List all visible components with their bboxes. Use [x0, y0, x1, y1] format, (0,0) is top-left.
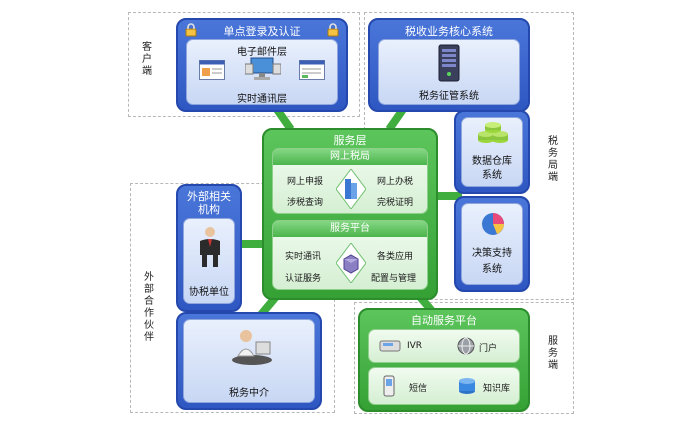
tax-query-label: 涉税查询	[287, 198, 324, 208]
service-region-label: 服务端	[548, 336, 558, 371]
tax-certificate-label: 完税证明	[377, 198, 414, 208]
external-title-2: 机构	[198, 203, 220, 216]
email-layer-box: 电子邮件层 实时通讯层	[186, 39, 338, 105]
connector-service-side	[436, 192, 462, 200]
lock-icon	[184, 22, 198, 41]
data-warehouse-label-1: 数据仓库	[472, 156, 512, 167]
im-layer-label: 实时通讯层	[237, 94, 287, 105]
decision-support-label-1: 决策支持	[472, 248, 512, 259]
database-icon	[476, 122, 510, 152]
tax-agent-panel: 税务中介	[176, 312, 322, 410]
businessman-icon	[196, 225, 224, 273]
call-center-icon	[230, 326, 274, 370]
online-bureau-title: 网上税局	[273, 149, 427, 165]
sso-title: 单点登录及认证	[223, 25, 301, 38]
online-declare-label: 网上申报	[287, 177, 324, 187]
pie-chart-icon	[479, 210, 507, 242]
core-system-panel: 税收业务核心系统 税务征管系统	[368, 18, 530, 112]
tax-bureau-region-label: 税务局端	[548, 136, 558, 183]
data-warehouse-panel: 数据仓库 系统	[454, 110, 530, 194]
assist-unit-label: 协税单位	[189, 287, 229, 298]
portal-label: 门户	[479, 344, 498, 354]
mobile-phone-icon	[383, 375, 395, 401]
tax-agent-box: 税务中介	[183, 319, 315, 403]
email-layer-label: 电子邮件层	[237, 47, 287, 58]
online-bureau-box: 网上税局 网上申报 网上办税 涉税查询 完税证明	[272, 148, 428, 214]
kb-label: 知识库	[483, 384, 511, 394]
ivr-device-icon	[379, 337, 401, 359]
service-platform-title: 服务平台	[273, 221, 427, 237]
decision-support-box: 决策支持 系统	[461, 203, 523, 285]
platform-config-label: 配置与管理	[371, 274, 417, 284]
sms-kb-row: 短信 知识库	[368, 367, 520, 405]
collection-system-label: 税务征管系统	[419, 91, 479, 102]
assist-unit-box: 协税单位	[183, 218, 235, 304]
tax-agent-label: 税务中介	[229, 388, 269, 399]
ivr-portal-row: IVR 门户	[368, 329, 520, 363]
client-region-label: 客户端	[142, 42, 152, 77]
platform-im-label: 实时通讯	[285, 252, 322, 262]
im-window-icon	[299, 60, 325, 84]
external-institutions-panel: 外部相关 机构 协税单位	[176, 184, 242, 312]
buildings-icon	[335, 168, 367, 213]
decision-support-label-2: 系统	[482, 264, 502, 275]
network-computers-icon	[244, 56, 282, 88]
client-region-frame	[128, 12, 360, 117]
lock-icon	[326, 22, 340, 41]
portal-globe-icon	[457, 337, 475, 359]
collection-system-box: 税务征管系统	[378, 39, 520, 105]
auto-service-panel: 自动服务平台 IVR 门户 短信 知识库	[358, 308, 530, 412]
platform-auth-label: 认证服务	[285, 274, 322, 284]
external-region-label: 外部合作伙伴	[144, 272, 154, 343]
service-region-frame	[354, 302, 574, 414]
decision-support-panel: 决策支持 系统	[454, 196, 530, 292]
service-layer-panel: 服务层 网上税局 网上申报 网上办税 涉税查询 完税证明 服务平台 实时通讯 各…	[262, 128, 438, 300]
platform-apps-label: 各类应用	[377, 252, 414, 262]
data-warehouse-label-2: 系统	[482, 170, 502, 181]
platform-box-icon	[335, 242, 367, 287]
external-title-1: 外部相关	[187, 190, 231, 203]
service-layer-title: 服务层	[333, 134, 367, 147]
server-icon	[437, 44, 461, 86]
knowledge-base-icon	[457, 376, 477, 400]
ivr-label: IVR	[407, 341, 423, 351]
sms-label: 短信	[409, 384, 428, 394]
online-office-label: 网上办税	[377, 177, 414, 187]
data-warehouse-box: 数据仓库 系统	[461, 117, 523, 187]
sso-panel: 单点登录及认证 电子邮件层 实时通讯层	[176, 18, 348, 112]
core-system-title: 税收业务核心系统	[405, 25, 493, 38]
connector-external-service	[240, 240, 264, 248]
service-platform-box: 服务平台 实时通讯 各类应用 认证服务 配置与管理	[272, 220, 428, 290]
auto-service-title: 自动服务平台	[411, 314, 477, 327]
email-window-icon	[199, 60, 225, 84]
